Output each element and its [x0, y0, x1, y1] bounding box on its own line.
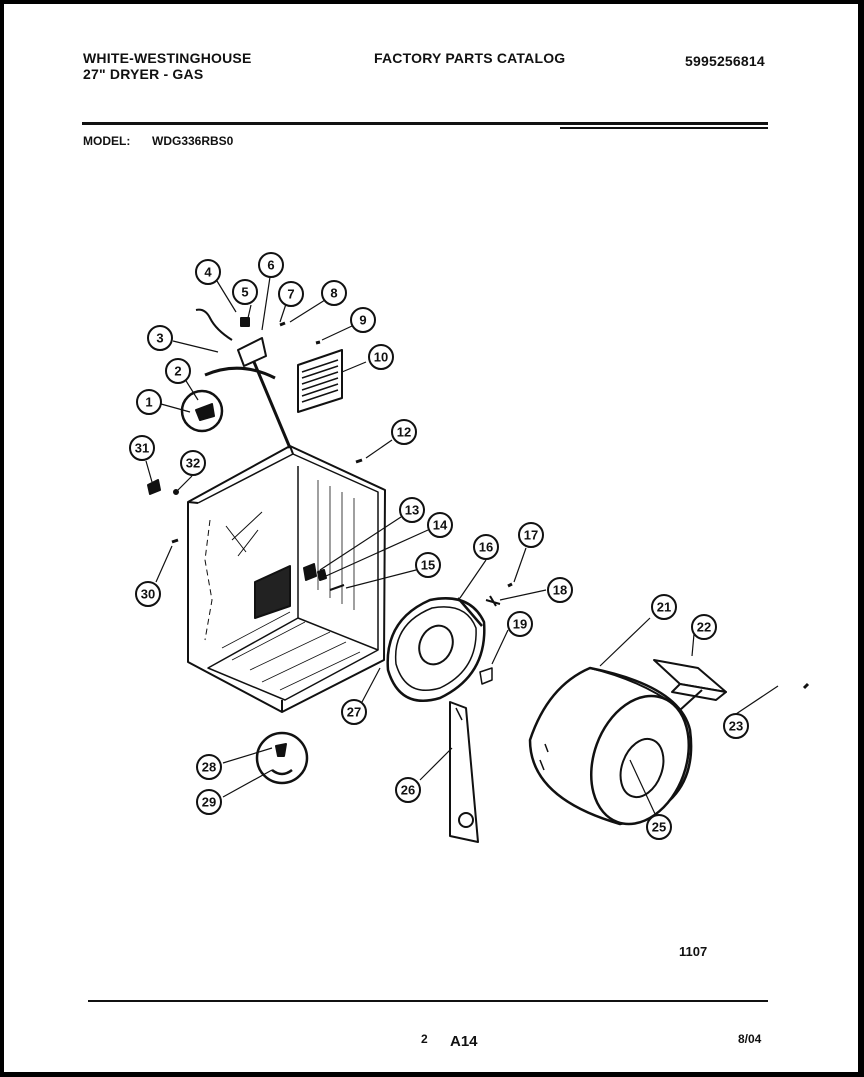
callout-label-5: 5 [241, 285, 248, 300]
callout-label-32: 32 [186, 456, 200, 471]
callout-label-29: 29 [202, 795, 216, 810]
callout-bubble-22 [691, 614, 717, 640]
callout-label-25: 25 [652, 820, 666, 835]
header-rule-short [560, 127, 768, 129]
header-rule [82, 122, 768, 125]
catalog-title: FACTORY PARTS CATALOG [374, 50, 566, 66]
callout-label-3: 3 [156, 331, 163, 346]
callout-label-15: 15 [421, 558, 435, 573]
callout-bubble-13 [399, 497, 425, 523]
callout-label-1: 1 [145, 395, 152, 410]
callout-label-7: 7 [287, 287, 294, 302]
figure-code: 1107 [679, 944, 707, 959]
callout-label-2: 2 [174, 364, 181, 379]
product-title: 27" DRYER - GAS [83, 66, 204, 82]
vent-grille [297, 349, 343, 413]
callout-bubble-10 [368, 344, 394, 370]
callout-label-10: 10 [374, 350, 388, 365]
leveling-foot [255, 731, 309, 785]
drum-baffle [653, 659, 727, 711]
callout-label-27: 27 [347, 705, 361, 720]
callout-bubble-23 [723, 713, 749, 739]
callout-bubble-16 [473, 534, 499, 560]
catalog-sheet [4, 4, 858, 1072]
callout-label-18: 18 [553, 583, 567, 598]
page-number: 2 [421, 1032, 428, 1046]
callout-bubble-21 [651, 594, 677, 620]
top-trim-strip [204, 366, 276, 380]
callout-bubble-18 [547, 577, 573, 603]
section-code: A14 [450, 1033, 478, 1050]
callout-label-9: 9 [359, 313, 366, 328]
callout-label-6: 6 [267, 258, 274, 273]
callout-bubble-2 [165, 358, 191, 384]
callout-label-23: 23 [729, 719, 743, 734]
callout-bubble-7 [278, 281, 304, 307]
callout-bubble-15 [415, 552, 441, 578]
callout-bubble-25 [646, 814, 672, 840]
callout-label-21: 21 [657, 600, 671, 615]
callout-label-26: 26 [401, 783, 415, 798]
dryer-cabinet [187, 445, 386, 713]
exhaust-duct [449, 701, 479, 843]
callout-bubble-6 [258, 252, 284, 278]
model-label: MODEL: [83, 134, 131, 148]
callout-bubble-28 [196, 754, 222, 780]
model-number: WDG336RBS0 [152, 134, 234, 148]
callout-label-31: 31 [135, 441, 149, 456]
callout-bubble-1 [136, 389, 162, 415]
callout-label-4: 4 [204, 265, 212, 280]
callout-bubble-32 [180, 450, 206, 476]
callout-bubble-29 [196, 789, 222, 815]
callout-label-16: 16 [479, 540, 493, 555]
callout-bubble-27 [341, 699, 367, 725]
callout-bubble-31 [129, 435, 155, 461]
callout-bubble-9 [350, 307, 376, 333]
callout-label-8: 8 [330, 286, 337, 301]
callout-bubble-19 [507, 611, 533, 637]
callout-bubble-4 [195, 259, 221, 285]
callout-bubble-26 [395, 777, 421, 803]
callout-bubble-30 [135, 581, 161, 607]
callout-bubble-17 [518, 522, 544, 548]
front-bulkhead [386, 597, 486, 703]
callout-label-30: 30 [141, 587, 155, 602]
revision-date: 8/04 [738, 1032, 762, 1046]
callout-label-13: 13 [405, 503, 419, 518]
callout-bubble-12 [391, 419, 417, 445]
brand-title: WHITE-WESTINGHOUSE [83, 50, 252, 66]
callout-bubble-14 [427, 512, 453, 538]
callout-label-19: 19 [513, 617, 527, 632]
catalog-number: 5995256814 [685, 53, 765, 69]
callout-bubble-5 [232, 279, 258, 305]
callout-bubble-8 [321, 280, 347, 306]
callout-label-12: 12 [397, 425, 411, 440]
footer-rule [88, 1000, 768, 1002]
dryer-drum [528, 666, 693, 826]
callout-label-28: 28 [202, 760, 216, 775]
callout-label-14: 14 [433, 518, 448, 533]
callout-leader-lines [145, 276, 779, 817]
callout-label-22: 22 [697, 620, 711, 635]
callout-bubble-3 [147, 325, 173, 351]
callout-label-17: 17 [524, 528, 538, 543]
